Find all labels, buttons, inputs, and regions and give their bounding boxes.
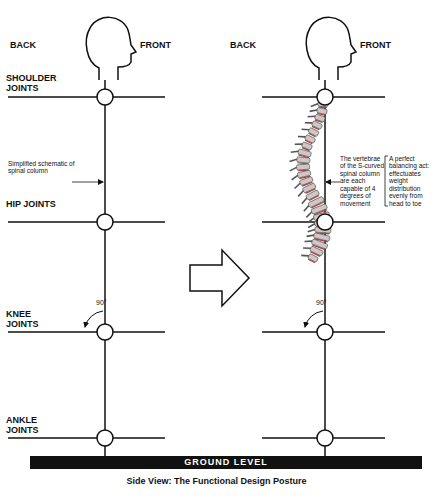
spinous-process (290, 167, 297, 170)
joint-line (8, 331, 165, 333)
head-profile (86, 17, 136, 80)
spinous-process (305, 120, 313, 126)
joint-circle (317, 89, 333, 105)
note-text: Simplified schematic of spinal column (8, 160, 76, 175)
spinous-process (308, 114, 316, 119)
spine-illustration (289, 101, 331, 263)
figure-caption: Side View: The Functional Design Posture (0, 476, 433, 486)
spinous-process (302, 127, 310, 133)
spinous-process (311, 103, 318, 106)
leader-arrow (72, 182, 103, 183)
joint-label: ANKLE JOINTS (6, 415, 62, 436)
spinous-process (301, 253, 309, 259)
vertebra (307, 111, 325, 122)
spinous-process (297, 191, 305, 197)
spinous-process (308, 224, 315, 228)
vertebra-body (314, 114, 325, 122)
vertebra-body (297, 157, 310, 164)
vertebra-body (317, 107, 328, 114)
ground-band: GROUND LEVEL (30, 456, 422, 469)
note-text: The vertebrae of the S-curved spinal col… (340, 155, 386, 207)
vertebra (301, 250, 318, 263)
angle-label: 90° (316, 299, 340, 307)
vertebra-body (301, 142, 312, 151)
spinous-process (291, 149, 299, 154)
head-profile (306, 17, 356, 80)
joint-label: SHOULDER JOINTS (6, 73, 62, 94)
spinous-process (307, 218, 315, 223)
joint-circle (97, 214, 113, 230)
spinous-process (290, 158, 297, 162)
vertebra (301, 124, 319, 137)
vertebra (290, 156, 311, 164)
vertebra-body (296, 164, 309, 170)
vertebra (291, 147, 312, 158)
vertebra-body (304, 134, 315, 143)
side-label: FRONT (140, 40, 185, 50)
note-text: A perfect balancing act: effectuates wei… (389, 155, 433, 207)
spinous-process (295, 142, 303, 147)
joint-label: HIP JOINTS (6, 199, 62, 209)
side-label: BACK (10, 40, 50, 50)
joint-circle (317, 430, 333, 446)
spinous-process (303, 205, 311, 211)
joint-line (8, 221, 165, 223)
spinal-disc (297, 163, 308, 164)
joint-circle (317, 214, 333, 230)
angle-arrow (85, 311, 103, 327)
vertebra (298, 131, 316, 144)
spinous-process (303, 245, 311, 251)
angle-arrow (305, 311, 323, 327)
spinous-process (308, 229, 315, 233)
vertebra (295, 139, 313, 151)
vertebra-body (297, 170, 311, 178)
vertebra-body (308, 254, 319, 263)
vertebra-body (308, 127, 319, 136)
band-label: GROUND LEVEL (30, 456, 422, 469)
vertebra (305, 118, 323, 131)
spinous-process (298, 134, 306, 140)
joint-circle (97, 430, 113, 446)
spinal-disc (308, 259, 315, 262)
spinous-process (291, 175, 298, 179)
spinous-process (307, 233, 315, 238)
body-axis (104, 80, 106, 456)
body-axis (324, 80, 326, 456)
vertebra (310, 106, 328, 116)
spinous-process (294, 183, 302, 188)
joint-circle (317, 324, 333, 340)
bracket (385, 156, 388, 206)
spinous-process (305, 212, 313, 217)
vertebra (303, 243, 324, 257)
spinous-process (305, 239, 313, 244)
side-label: FRONT (360, 40, 405, 50)
vertebra (289, 164, 309, 171)
spinous-process (301, 198, 309, 204)
joint-label: KNEE JOINTS (6, 309, 62, 330)
vertebra-body (311, 121, 322, 130)
joint-circle (97, 89, 113, 105)
vertebra-body (298, 149, 312, 157)
joint-circle (97, 324, 113, 340)
angle-label: 90° (96, 299, 120, 307)
side-label: BACK (230, 40, 270, 50)
joint-line (8, 437, 165, 439)
joint-line (8, 96, 165, 98)
leader-arrow (326, 182, 340, 183)
spinous-process (310, 108, 317, 112)
transition-arrow (190, 250, 249, 306)
